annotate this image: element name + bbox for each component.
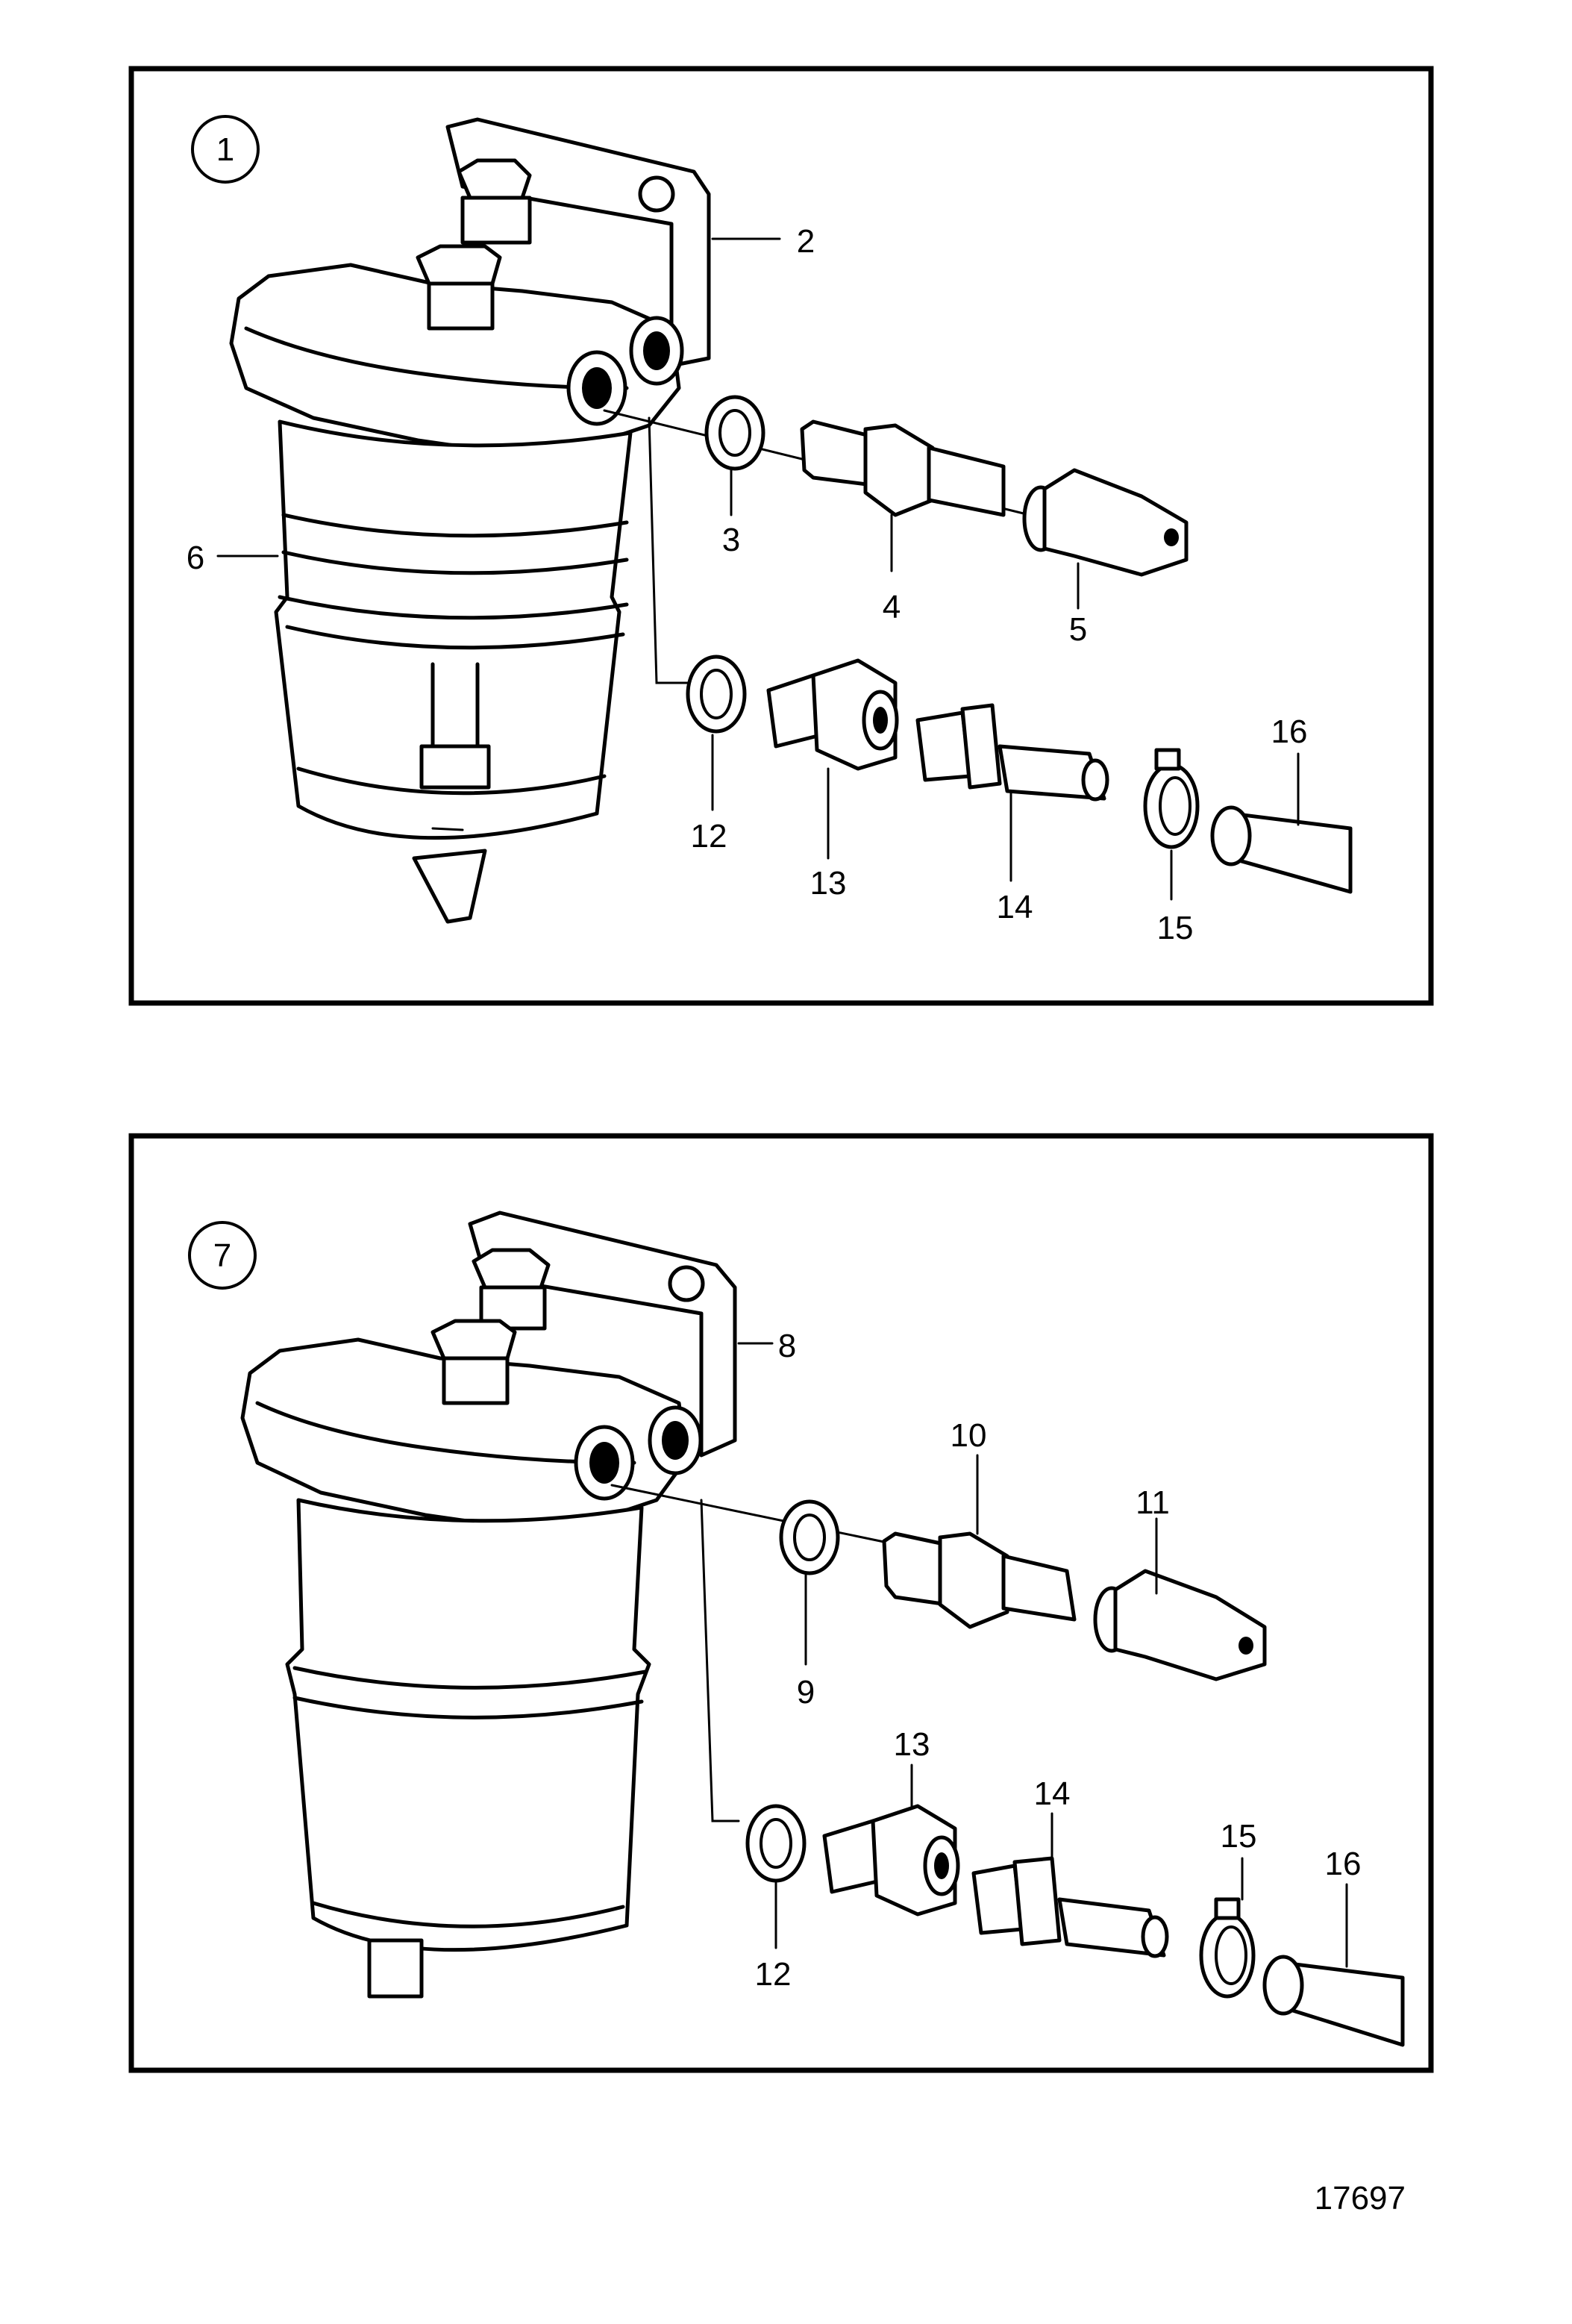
callout-13: 13 [810, 865, 847, 902]
callout-12: 12 [691, 818, 727, 855]
leader-lines-bottom [737, 1342, 1348, 1968]
panel-bottom-circle-label: 7 [213, 1237, 231, 1274]
callout-6: 6 [187, 540, 204, 576]
callout-2: 2 [797, 223, 815, 260]
callout-16: 16 [1271, 713, 1308, 750]
part-14-hose-nipple-b [971, 1856, 1169, 1958]
part-16-hose-b [1262, 1955, 1405, 2047]
callout-4: 4 [883, 589, 901, 625]
panel-bottom-frame [128, 1133, 1434, 2073]
panel-top: 1 [128, 66, 1434, 1006]
part-15-hose-clamp [1143, 748, 1200, 849]
figure-number: 17697 [1315, 2180, 1406, 2217]
panel-top-frame [128, 66, 1434, 1006]
callout-12-b: 12 [755, 1956, 792, 1993]
callout-9: 9 [797, 1674, 815, 1711]
callout-5: 5 [1069, 611, 1087, 648]
callout-15-b: 15 [1221, 1818, 1257, 1855]
explode-line-lower [648, 416, 703, 684]
panel-bottom: 7 [128, 1133, 1434, 2073]
callout-14-b: 14 [1034, 1775, 1071, 1812]
part-10-union [882, 1531, 1077, 1629]
callout-3: 3 [722, 522, 740, 558]
callout-14: 14 [997, 889, 1033, 925]
fuel-filter-top [229, 117, 711, 924]
panel-top-circle-label: 1 [216, 131, 234, 168]
callout-11: 11 [1136, 1484, 1170, 1521]
callout-10: 10 [951, 1417, 987, 1454]
part-14-hose-nipple [915, 703, 1109, 802]
part-5-nut [1022, 468, 1189, 577]
part-9-washer [779, 1499, 840, 1575]
explode-line-lower-b [700, 1499, 740, 1822]
part-3-washer [704, 395, 765, 471]
callout-15: 15 [1157, 910, 1194, 946]
callout-16-b: 16 [1325, 1846, 1362, 1882]
callout-13-b: 13 [894, 1726, 930, 1763]
leader-lines-top [216, 237, 1300, 901]
panel-bottom-circle [188, 1221, 257, 1290]
part-11-nut [1093, 1569, 1267, 1681]
fuel-filter-bottom [240, 1211, 737, 1999]
callout-8: 8 [778, 1328, 796, 1364]
part-13-adapter [766, 658, 899, 771]
part-12-washer [686, 655, 747, 734]
part-12-washer-b [745, 1804, 807, 1883]
part-15-hose-clamp-b [1199, 1897, 1256, 1999]
part-13-adapter-b [822, 1804, 960, 1917]
part-4-union [800, 419, 1006, 517]
panel-top-circle [191, 115, 260, 184]
part-16-hose [1210, 805, 1353, 894]
